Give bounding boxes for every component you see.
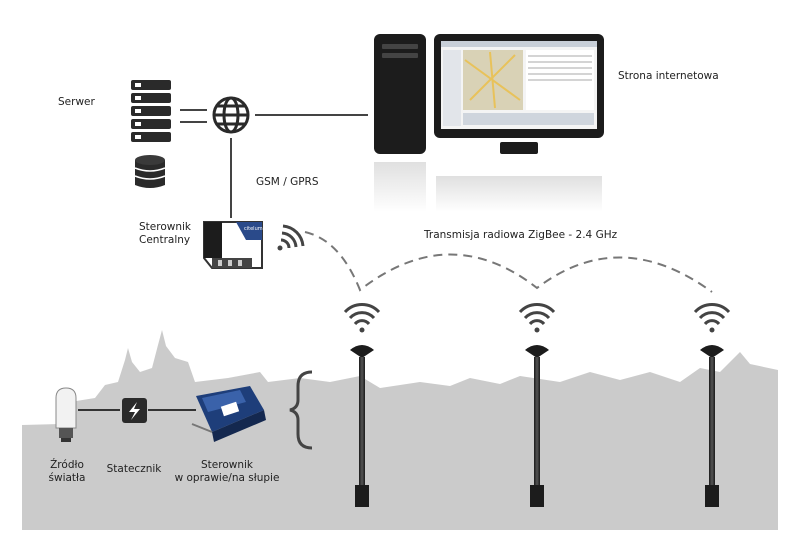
light-source-label-line1: Źródło (50, 459, 84, 471)
zigbee-label: Transmisja radiowa ZigBee - 2.4 GHz (424, 229, 618, 241)
device-brand-label: citelum (244, 226, 263, 232)
wifi-icon-central (277, 224, 305, 251)
zigbee-dashed-arc (304, 231, 713, 293)
wifi-icon-lamp-2 (518, 302, 556, 333)
ballast-icon (122, 398, 147, 423)
wifi-icon-lamp-3 (693, 302, 731, 333)
ballast-label: Statecznik (106, 463, 162, 475)
street-lamp-3 (693, 302, 731, 507)
central-controller-device (203, 221, 263, 269)
street-lamp-1 (343, 302, 381, 507)
database-icon (134, 155, 166, 188)
central-controller-label-line2: Centralny (139, 234, 191, 246)
pc-tower-icon (374, 34, 426, 212)
lamp-controller-device (191, 386, 266, 442)
globe-icon (212, 96, 250, 134)
monitor-icon (434, 34, 604, 212)
lamp-controller-label-line2: w oprawie/na słupie (174, 472, 280, 484)
street-lamp-2 (518, 302, 556, 507)
website-label: Strona internetowa (618, 70, 719, 82)
server-label: Serwer (58, 96, 95, 108)
wifi-icon-lamp-1 (343, 302, 381, 333)
city-skyline (22, 330, 778, 530)
lamp-controller-label-line1: Sterownik (201, 459, 253, 471)
curly-brace-icon (289, 370, 313, 450)
light-source-icon (55, 387, 77, 442)
server-icon (131, 80, 171, 142)
gsm-gprs-label: GSM / GPRS (256, 176, 319, 188)
light-source-label-line2: światła (48, 472, 86, 484)
central-controller-label-line1: Sterownik (139, 221, 191, 233)
